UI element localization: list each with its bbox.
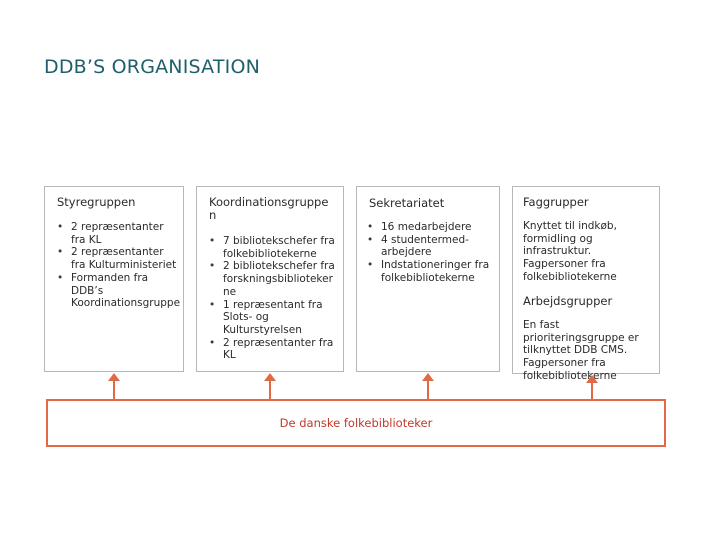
list-item: Formanden fra DDB’s Koordinationsgruppe (57, 272, 180, 310)
list-item: 4 studentermed-arbejdere (367, 234, 499, 259)
koordinationsgruppen-list: 7 bibliotekschefer fra folkebibliotekern… (209, 235, 339, 362)
slide-title: DDB’S ORGANISATION (44, 56, 261, 78)
folkebiblioteker-box: De danske folkebiblioteker (46, 399, 666, 447)
koordinationsgruppen-title: Koordinationsgruppe n (209, 195, 329, 222)
list-item: 7 bibliotekschefer fra folkebibliotekern… (209, 235, 339, 260)
list-item: 2 repræsentanter fra Kulturministeriet (57, 246, 179, 271)
faggrupper-title: Faggrupper (523, 195, 589, 209)
styregruppen-list: 2 repræsentanter fra KL 2 repræsentanter… (57, 221, 180, 310)
styregruppen-title: Styregruppen (57, 195, 136, 209)
faggrupper-text: Knyttet til indkøb, formidling og infras… (523, 220, 617, 283)
arrow-head-koordinationsgruppen (264, 373, 276, 381)
sekretariatet-title: Sekretariatet (369, 196, 445, 210)
list-item: 2 repræsentanter fra KL (57, 221, 179, 246)
arrow-head-sekretariatet (422, 373, 434, 381)
sekretariatet-box: Sekretariatet 16 medarbejdere 4 studente… (356, 186, 500, 372)
arbejdsgrupper-title: Arbejdsgrupper (523, 294, 613, 308)
arrow-head-styregruppen (108, 373, 120, 381)
sekretariatet-list: 16 medarbejdere 4 studentermed-arbejdere… (367, 221, 499, 285)
arrow-head-faggrupper (586, 375, 598, 383)
folkebiblioteker-label: De danske folkebiblioteker (279, 416, 433, 430)
list-item: 16 medarbejdere (367, 221, 499, 234)
styregruppen-box: Styregruppen 2 repræsentanter fra KL 2 r… (44, 186, 184, 372)
list-item: 1 repræsentant fra Slots- og Kulturstyre… (209, 299, 339, 337)
koordinationsgruppen-box: Koordinationsgruppe n 7 bibliotekschefer… (196, 186, 344, 372)
list-item: Indstationeringer fra folkebibliotekerne (367, 259, 499, 284)
list-item: 2 repræsentanter fra KL (209, 337, 339, 362)
list-item: 2 bibliotekschefer fra forskningsbibliot… (209, 260, 339, 298)
